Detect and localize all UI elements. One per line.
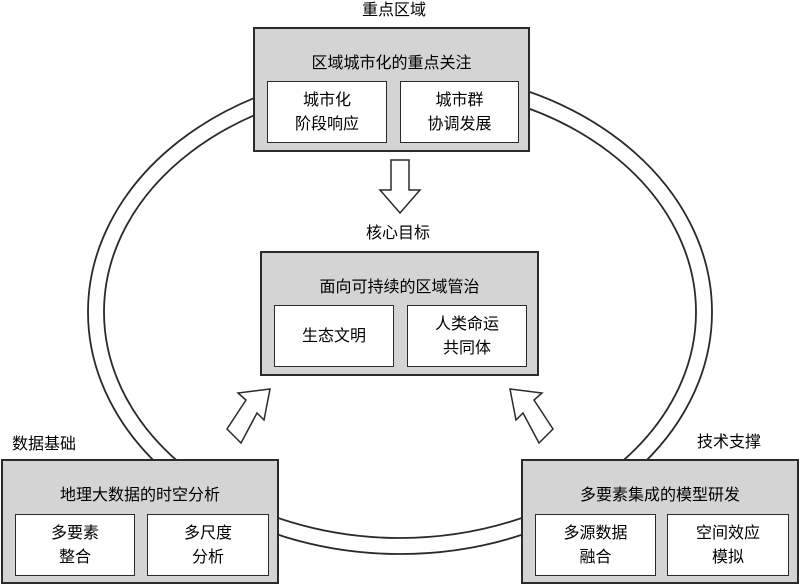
center-section-label: 核心目标 bbox=[366, 223, 431, 242]
left-item-1-line1: 多要素 bbox=[50, 523, 99, 542]
right-item-box-2: 空间效应 模拟 bbox=[667, 514, 789, 576]
center-item-2-line2: 共同体 bbox=[442, 338, 491, 357]
down-arrow-icon bbox=[378, 159, 422, 215]
top-panel-title: 区域城市化的重点关注 bbox=[311, 53, 472, 72]
left-item-box-1: 多要素 整合 bbox=[15, 514, 135, 576]
top-item-2-line1: 城市群 bbox=[435, 90, 484, 109]
right-item-2-line1: 空间效应 bbox=[695, 523, 760, 542]
top-item-box-2: 城市群 协调发展 bbox=[400, 81, 519, 143]
right-section-label: 技术支撑 bbox=[697, 432, 762, 451]
left-item-2-line1: 多尺度 bbox=[183, 523, 232, 542]
right-item-1-line1: 多源数据 bbox=[563, 523, 628, 542]
center-item-1-line1: 生态文明 bbox=[301, 326, 366, 345]
center-item-2-line1: 人类命运 bbox=[434, 314, 499, 333]
right-item-2-line2: 模拟 bbox=[711, 547, 744, 566]
center-panel-title: 面向可持续的区域管治 bbox=[319, 277, 480, 296]
left-item-2-line2: 分析 bbox=[191, 547, 224, 566]
left-section-label: 数据基础 bbox=[12, 434, 77, 453]
center-item-box-2: 人类命运 共同体 bbox=[407, 305, 527, 367]
top-item-box-1: 城市化 阶段响应 bbox=[267, 81, 387, 143]
left-panel: 地理大数据的时空分析 多要素 整合 多尺度 分析 bbox=[1, 459, 279, 584]
right-panel: 多要素集成的模型研发 多源数据 融合 空间效应 模拟 bbox=[521, 459, 799, 584]
up-left-arrow-icon bbox=[509, 388, 554, 445]
top-item-2-line2: 协调发展 bbox=[427, 114, 492, 133]
right-item-1-line2: 融合 bbox=[579, 547, 612, 566]
left-item-1-line2: 整合 bbox=[58, 547, 91, 566]
top-panel: 区域城市化的重点关注 城市化 阶段响应 城市群 协调发展 bbox=[253, 27, 530, 152]
top-item-1-line2: 阶段响应 bbox=[294, 114, 359, 133]
top-item-1-line1: 城市化 bbox=[302, 90, 351, 109]
up-right-arrow-icon bbox=[226, 388, 271, 445]
left-item-box-2: 多尺度 分析 bbox=[147, 514, 269, 576]
center-item-box-1: 生态文明 bbox=[274, 305, 394, 367]
right-panel-title: 多要素集成的模型研发 bbox=[579, 485, 740, 504]
top-section-label: 重点区域 bbox=[362, 0, 427, 19]
center-panel: 面向可持续的区域管治 生态文明 人类命运 共同体 bbox=[260, 251, 539, 376]
right-item-box-1: 多源数据 融合 bbox=[535, 514, 656, 576]
left-panel-title: 地理大数据的时空分析 bbox=[59, 485, 220, 504]
